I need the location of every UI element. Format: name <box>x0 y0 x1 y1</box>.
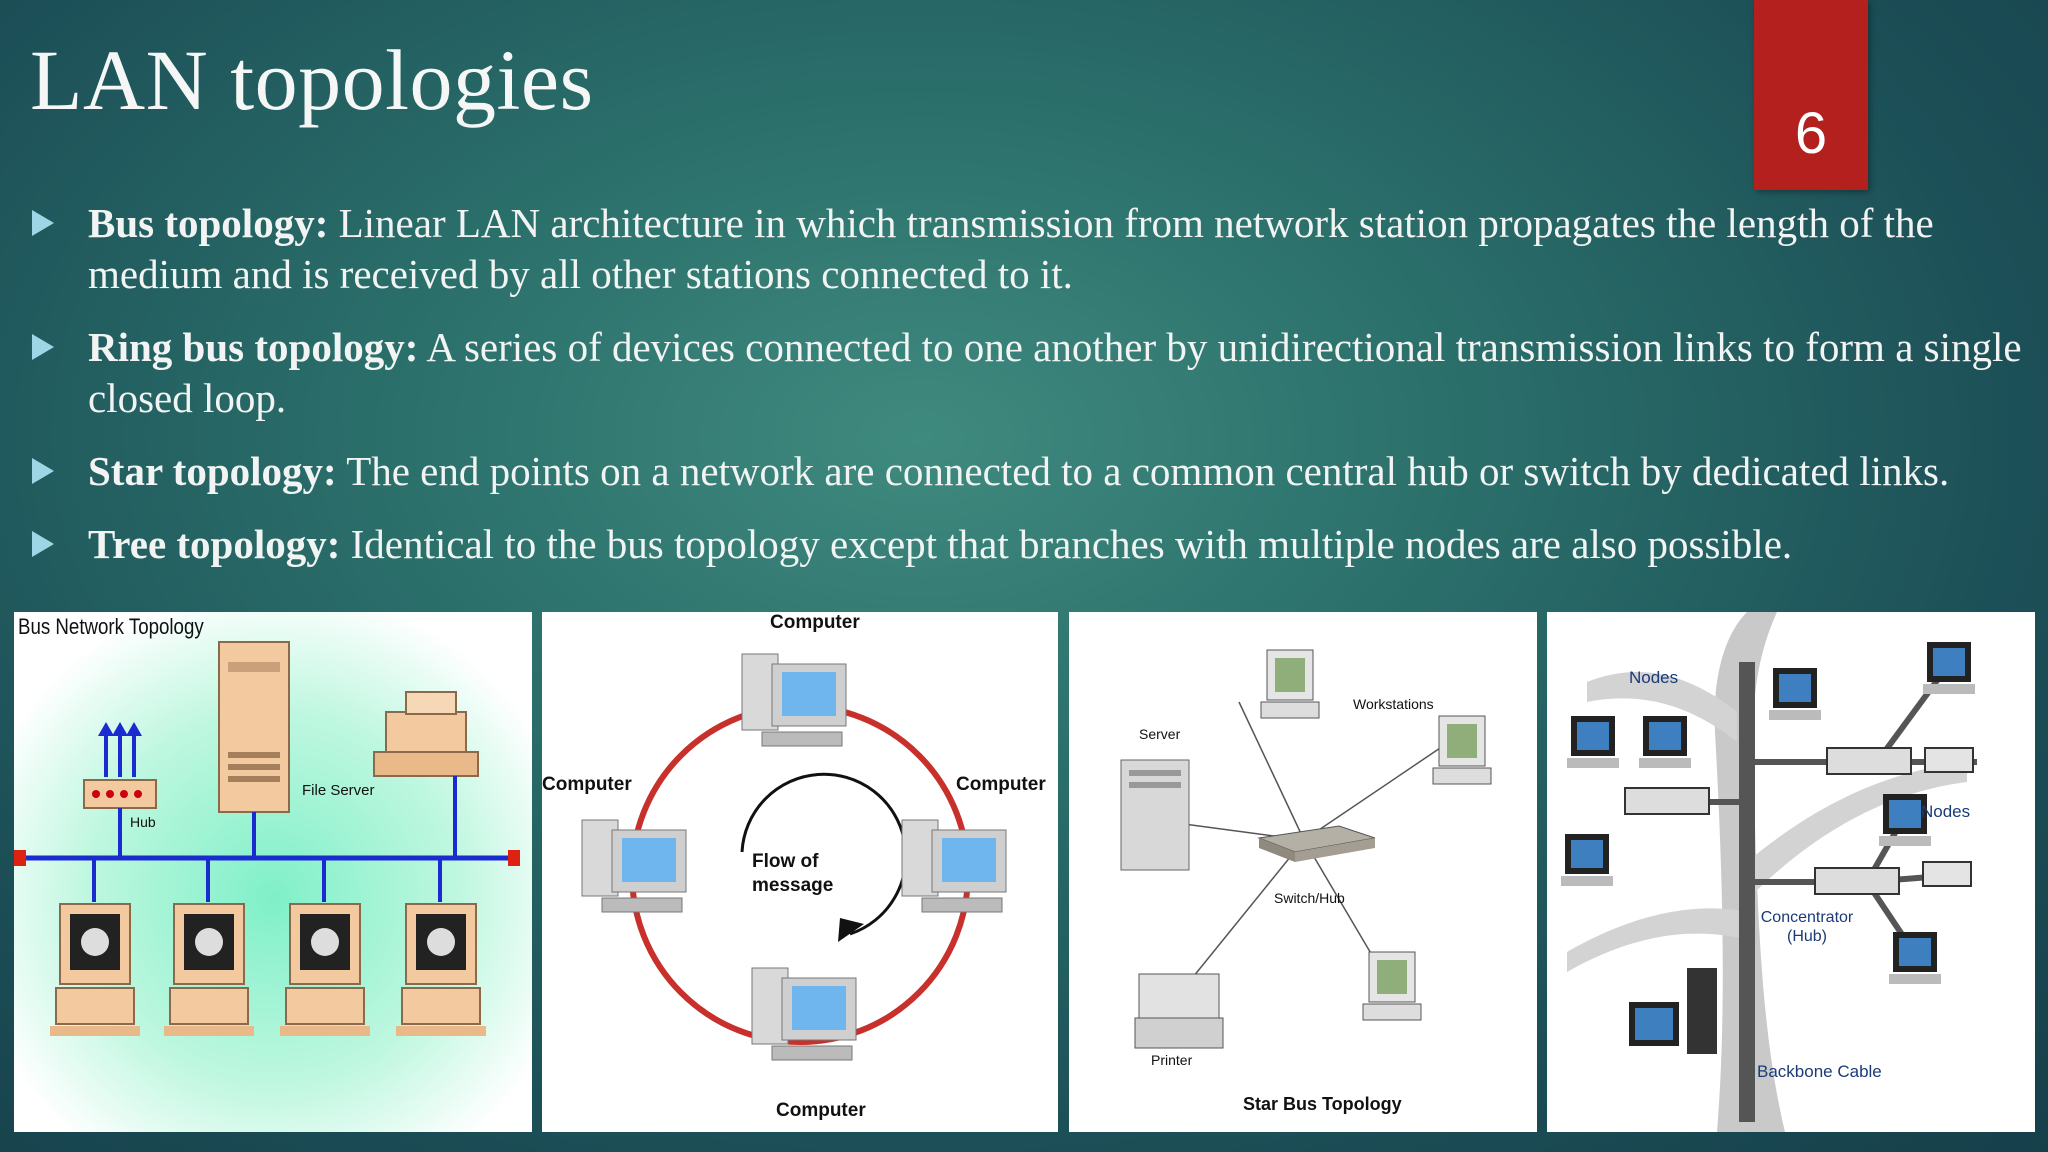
server-icon <box>1120 759 1190 871</box>
printer-icon <box>1134 973 1224 1049</box>
bullet-bus: Bus topology: Linear LAN architecture in… <box>30 198 2030 300</box>
ring-computer-icon <box>581 819 687 913</box>
bullet-arrow-icon <box>32 334 54 360</box>
workstations-label: Workstations <box>1353 696 1434 712</box>
tree-node-icon <box>1889 932 1941 984</box>
star-diagram-title: Star Bus Topology <box>1243 1094 1402 1114</box>
bullet-list: Bus topology: Linear LAN architecture in… <box>30 198 2030 592</box>
file-server-icon <box>218 641 290 813</box>
tree-node-icon <box>1639 716 1691 768</box>
bullet-arrow-icon <box>32 210 54 236</box>
tree-node-icon <box>1629 968 1717 1054</box>
bullet-term: Star topology: <box>88 448 337 494</box>
ring-computer-icon <box>751 967 857 1061</box>
tree-node-icon <box>1923 642 1975 694</box>
bullet-term: Bus topology: <box>88 200 329 246</box>
bullet-arrow-icon <box>32 531 54 557</box>
bus-topology-diagram: Bus Network Topology Hub File Server <box>14 612 532 1132</box>
bullet-tree: Tree topology: Identical to the bus topo… <box>30 519 2030 570</box>
page-number: 6 <box>1794 101 1828 166</box>
backbone-cable-label: Backbone Cable <box>1757 1062 1882 1081</box>
ring-computer-icon <box>901 819 1007 913</box>
hub-label: Hub <box>130 814 156 830</box>
bullet-arrow-icon <box>32 458 54 484</box>
printer-label: Printer <box>1151 1052 1193 1068</box>
backbone-cable-line <box>1739 662 1755 1122</box>
server-label: Server <box>1139 726 1181 742</box>
workstation-icon <box>1260 649 1320 719</box>
computer-right-label: Computer <box>956 774 1046 795</box>
tree-printer-icon <box>1922 747 1974 887</box>
bus-computer-icon <box>50 858 140 1036</box>
workstation-icon <box>1432 715 1492 785</box>
tree-node-icon <box>1567 716 1619 768</box>
bullet-text: The end points on a network are connecte… <box>346 448 1950 494</box>
concentrator-label: Concentrator (Hub) <box>1760 909 1854 945</box>
star-topology-diagram: Server Workstations Switch/Hub Printer S… <box>1069 612 1537 1132</box>
computer-bottom-label: Computer <box>776 1100 866 1121</box>
slide-title: LAN topologies <box>30 32 594 128</box>
file-server-label: File Server <box>302 782 375 799</box>
bus-computer-icon <box>396 858 486 1036</box>
switch-hub-label: Switch/Hub <box>1274 890 1345 906</box>
nodes-left-label: Nodes <box>1629 668 1679 687</box>
bullet-star: Star topology: The end points on a netwo… <box>30 446 2030 497</box>
ring-diagram-graphic <box>581 653 1007 1061</box>
bullet-text: Identical to the bus topology except tha… <box>350 521 1793 567</box>
star-diagram-graphic <box>1120 649 1492 1049</box>
tree-diagram-graphic <box>1561 612 1977 1132</box>
printer-icon <box>373 691 479 777</box>
bullet-text: A series of devices connected to one ano… <box>88 324 2022 421</box>
nodes-right-label: Nodes <box>1921 802 1971 821</box>
ring-topology-diagram: Computer Computer Computer Computer Flow… <box>542 612 1058 1132</box>
bullet-ring: Ring bus topology: A series of devices c… <box>30 322 2030 424</box>
workstation-icon <box>1362 951 1422 1021</box>
computer-top-label: Computer <box>770 612 860 633</box>
tree-node-icon <box>1561 834 1613 886</box>
bullet-term: Tree topology: <box>88 521 341 567</box>
computer-left-label: Computer <box>542 774 632 795</box>
bullet-text: Linear LAN architecture in which transmi… <box>88 200 1934 297</box>
bus-diagram-title: Bus Network Topology <box>18 614 204 639</box>
tree-node-icon <box>1879 794 1931 846</box>
ring-computer-icon <box>741 653 847 747</box>
bus-diagram-graphic <box>14 612 532 1132</box>
switch-icon <box>1257 825 1376 862</box>
flow-of-message-label: Flow of message <box>752 851 834 896</box>
bus-computer-icon <box>280 858 370 1036</box>
bullet-term: Ring bus topology: <box>88 324 419 370</box>
page-number-badge: 6 <box>1754 0 1868 190</box>
flow-arrow <box>740 772 908 936</box>
concentrator-icon <box>1624 747 1912 895</box>
tree-topology-diagram: Nodes Nodes Concentrator (Hub) Backbone … <box>1547 612 2035 1132</box>
bus-computer-icon <box>164 858 254 1036</box>
tree-node-icon <box>1769 668 1821 720</box>
